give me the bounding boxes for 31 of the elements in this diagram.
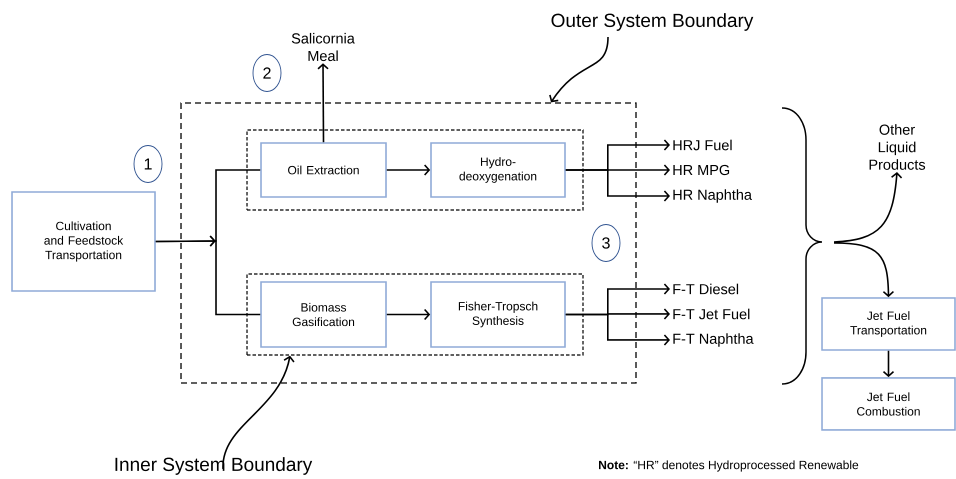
output-label: Other Liquid Products [870, 124, 926, 170]
output-label: HR MPG [673, 164, 730, 176]
output-label: Salicornia Meal [292, 32, 355, 62]
process-box: Jet Fuel Combustion [821, 377, 956, 431]
boundary-box [180, 102, 637, 384]
process-box: Oil Extraction [260, 142, 387, 198]
output-label: HRJ Fuel [673, 140, 732, 150]
process-box: Jet Fuel Transportation [821, 297, 956, 351]
arrow [566, 169, 670, 202]
process-box: Hydro-deoxygenation [430, 142, 566, 198]
arrow [834, 242, 894, 298]
arrow [882, 350, 894, 378]
boundary-box [246, 273, 584, 356]
output-label: HR Naphtha [673, 189, 752, 203]
arrow [386, 164, 430, 176]
output-label: F-T Naphtha [673, 333, 754, 347]
boundary-box [246, 129, 584, 211]
output-label: F-T Diesel [673, 284, 738, 294]
process-box: Fisher-Tropsch Synthesis [430, 281, 566, 348]
arrow [566, 314, 670, 346]
arrow [386, 308, 430, 320]
output-label: F-T Jet Fuel [673, 308, 750, 320]
process-box: Biomass Gasification [260, 281, 387, 348]
process-box: Cultivation and Feedstock Transportation [11, 191, 156, 292]
arrow [834, 172, 902, 243]
leader-line [222, 356, 295, 469]
boundary-label: Inner System Boundary [116, 457, 312, 475]
arrow [318, 63, 329, 142]
leader-line [549, 36, 609, 102]
boundary-label: Outer System Boundary [552, 13, 754, 31]
note-text: Note: “HR” denotes Hydroprocessed Renewable [599, 460, 858, 472]
